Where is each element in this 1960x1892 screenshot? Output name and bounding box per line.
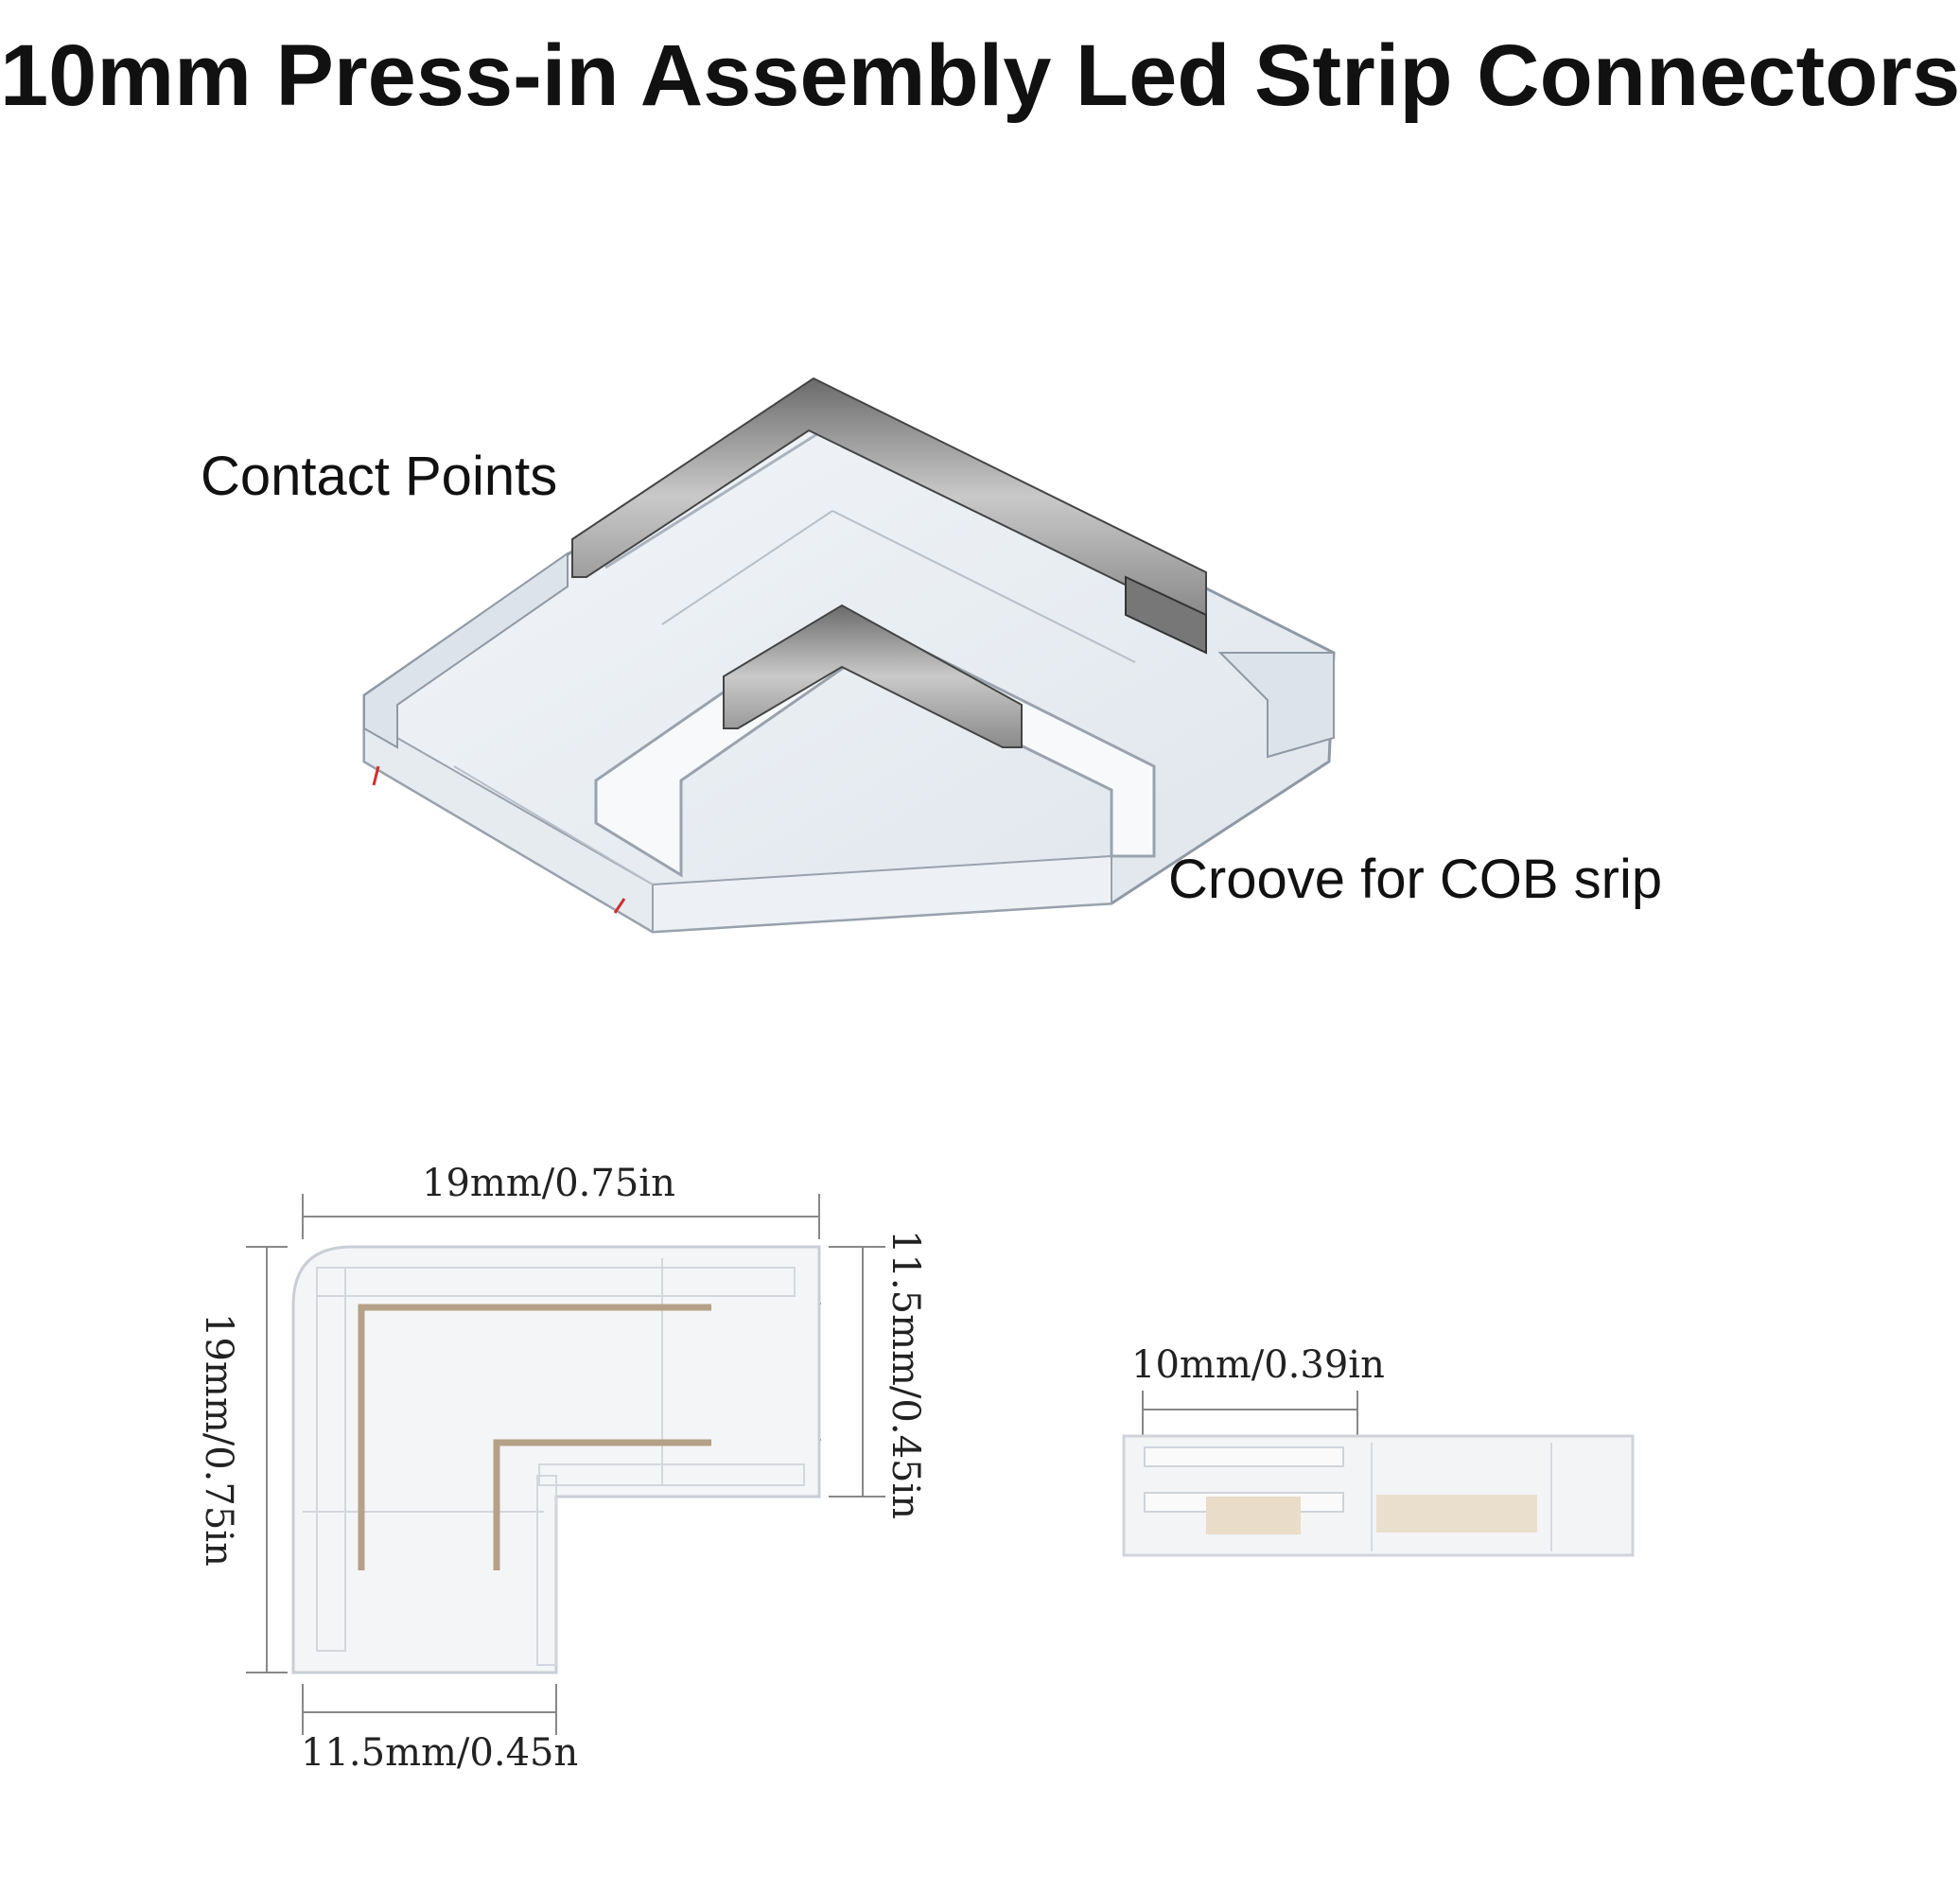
connector-3d-illustration [362, 377, 1336, 934]
page-title: 10mm Press-in Assembly Led Strip Connect… [0, 27, 1960, 124]
top-width-dimension: 19mm/0.75in [422, 1162, 675, 1205]
contact-points-label: Contact Points [201, 446, 558, 507]
contact-points-metal [571, 377, 1207, 748]
groove-label: Croove for COB srip [1168, 849, 1663, 910]
bottom-width-dimension: 11.5mm/0.45n [301, 1731, 579, 1775]
side-view-drawing [1122, 1391, 1635, 1557]
side-width-dimension: 10mm/0.39in [1131, 1343, 1385, 1387]
wire-traces [358, 1304, 711, 1570]
top-view-drawing [246, 1194, 885, 1735]
